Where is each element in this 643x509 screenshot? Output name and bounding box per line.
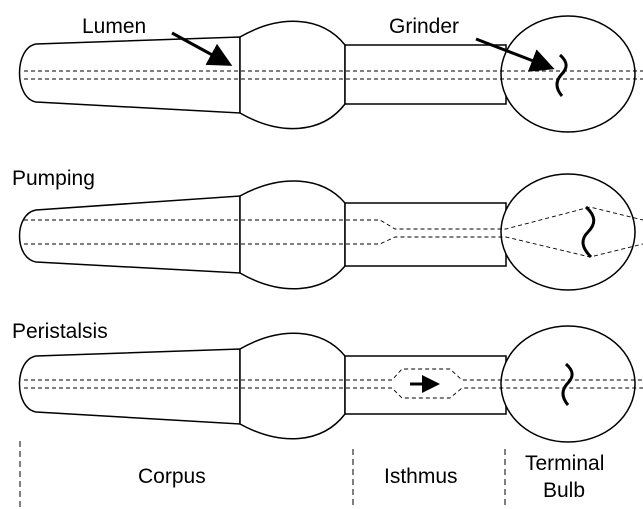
terminal-bulb <box>500 15 636 133</box>
pharynx-pumping <box>18 173 643 291</box>
isthmus <box>344 202 507 267</box>
isthmus-label: Isthmus <box>384 465 458 488</box>
anterior-bulb <box>239 20 346 130</box>
terminal-bulb-label-line1: Terminal <box>525 452 604 475</box>
grinder-label: Grinder <box>389 15 459 38</box>
lumen-label: Lumen <box>82 15 146 38</box>
lumen-upper <box>24 368 643 381</box>
lumen-arrow <box>171 31 233 66</box>
corpus-procorpus <box>18 348 241 425</box>
pharynx-peristalsis <box>18 325 643 443</box>
terminal-bulb-label-line2: Bulb <box>543 479 585 502</box>
terminal-bulb <box>500 173 636 291</box>
isthmus <box>344 44 507 105</box>
lumen-lower <box>24 387 643 399</box>
grinder-shape <box>555 53 568 97</box>
pumping-label: Pumping <box>12 167 95 190</box>
anterior-bulb <box>239 332 346 440</box>
corpus-procorpus <box>18 36 241 114</box>
grinder-shape <box>581 205 596 259</box>
corpus-label: Corpus <box>138 465 206 488</box>
peristalsis-label: Peristalsis <box>12 320 108 343</box>
anterior-bulb <box>239 180 346 290</box>
pharynx-resting <box>18 15 643 133</box>
corpus-procorpus <box>18 195 241 274</box>
lumen-open-upper <box>24 206 643 230</box>
grinder-arrow <box>475 37 555 72</box>
grinder-shape <box>561 362 574 406</box>
